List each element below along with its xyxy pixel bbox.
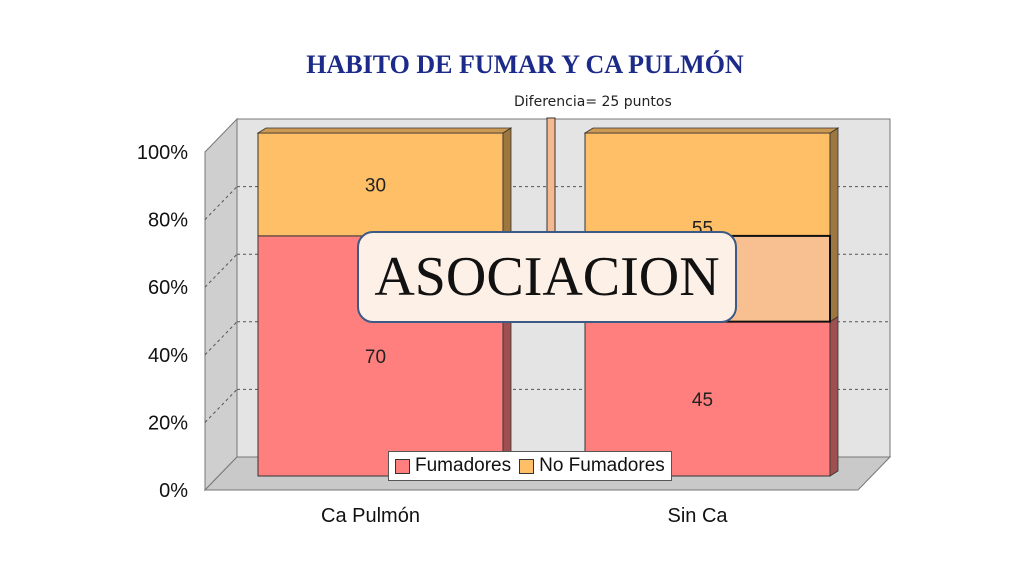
gridline-side [204, 389, 238, 423]
bar-side [829, 315, 839, 477]
association-label: ASOCIACION [374, 246, 720, 308]
association-callout: ASOCIACION [357, 231, 737, 323]
bar-top [583, 127, 840, 134]
legend-swatch-fumadores [395, 458, 410, 474]
y-tick-label: 80% [148, 210, 188, 232]
y-tick-label: 100% [137, 142, 188, 164]
legend-item-no-fumadores: No Fumadores [519, 455, 665, 477]
data-label: 45 [692, 390, 713, 411]
bar-top [256, 127, 513, 134]
legend-swatch-no-fumadores [519, 458, 535, 474]
gridline-side [204, 253, 238, 288]
bar-side [502, 127, 512, 237]
legend-item-fumadores: Fumadores [395, 455, 511, 477]
legend-label-fumadores: Fumadores [415, 455, 512, 476]
side-wall [204, 117, 238, 492]
data-label: 30 [365, 175, 386, 196]
difference-annotation: Diferencia= 25 puntos [514, 94, 672, 110]
chart-title: HABITO DE FUMAR Y CA PULMÓN [306, 50, 744, 79]
legend-label-no-fumadores: No Fumadores [539, 455, 665, 476]
gridline-side [204, 321, 238, 356]
gridline-side [204, 186, 238, 220]
chart-legend: Fumadores No Fumadores [388, 451, 672, 481]
bar-side [829, 127, 839, 323]
y-tick-label: 20% [148, 412, 188, 434]
data-label: 70 [365, 347, 386, 368]
y-tick-label: 0% [159, 480, 188, 502]
y-tick-label: 40% [148, 345, 188, 367]
x-tick-label: Sin Ca [667, 505, 728, 527]
x-tick-label: Ca Pulmón [321, 505, 420, 527]
y-tick-label: 60% [148, 277, 188, 299]
